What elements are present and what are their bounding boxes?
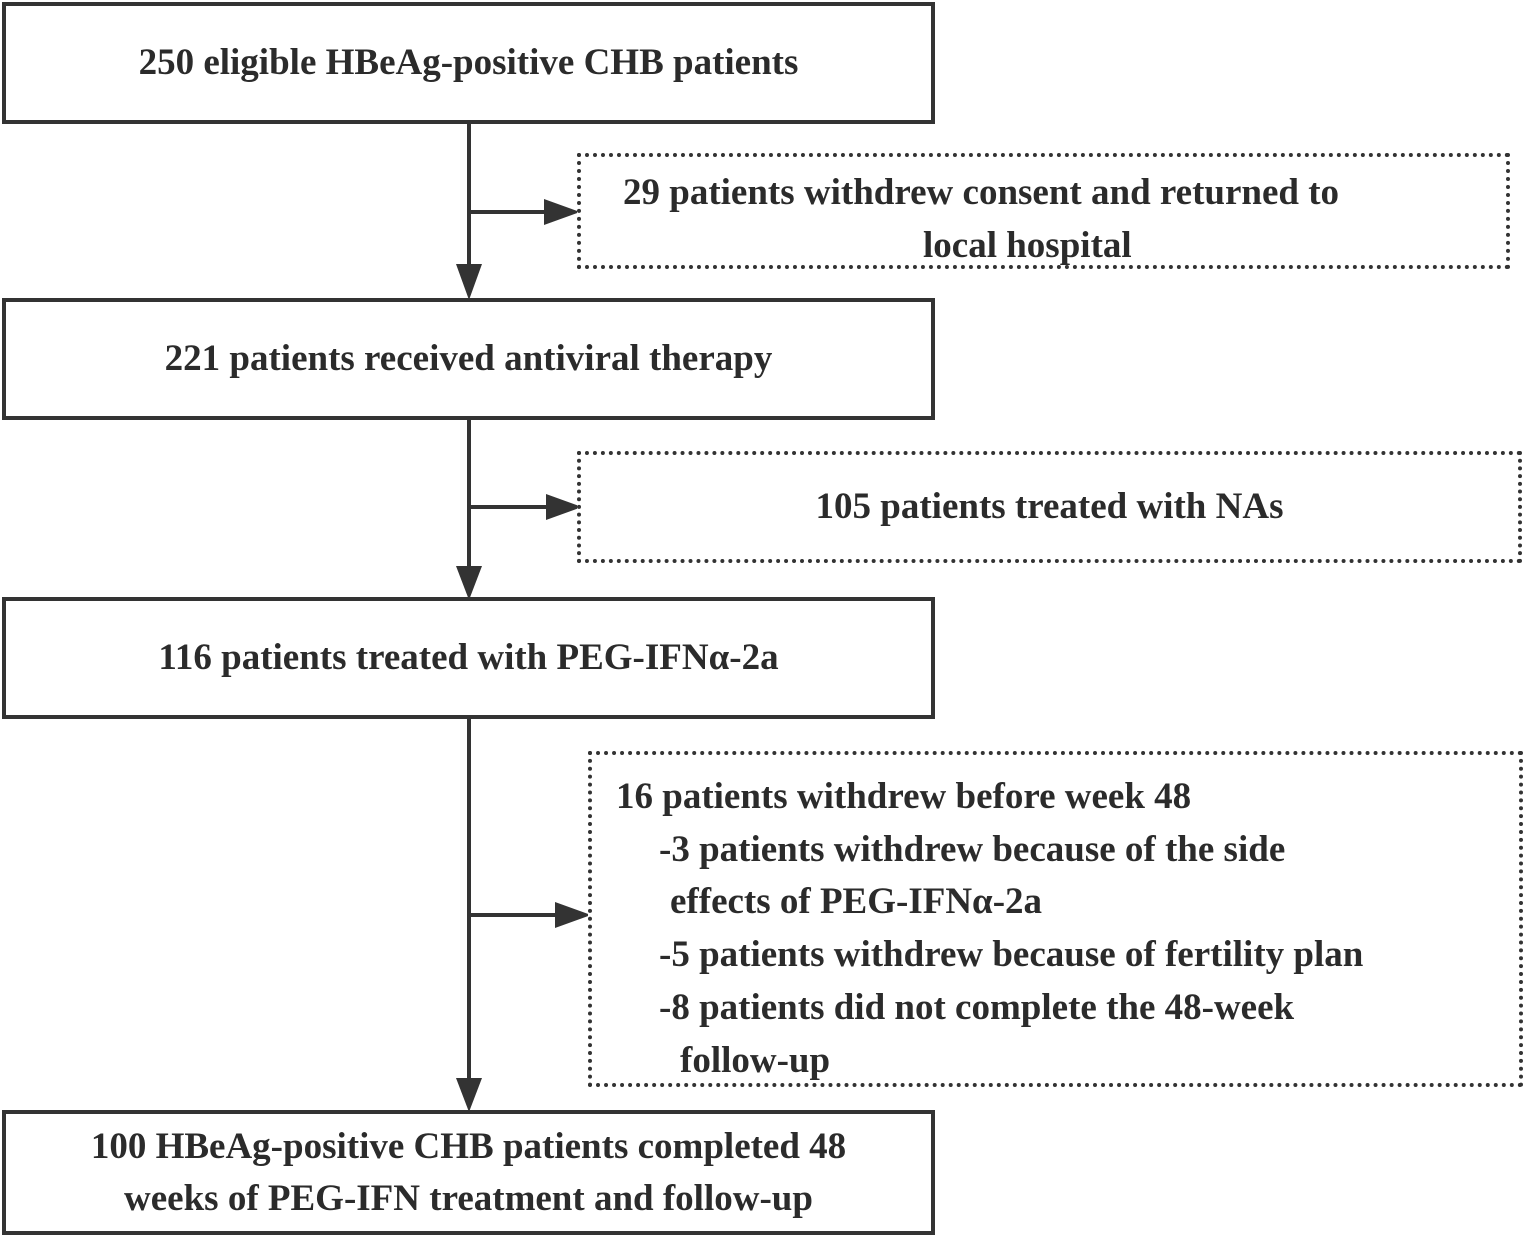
exclusion3-item1-line2: effects of PEG-IFNα-2a	[670, 881, 1043, 922]
exclusion3-item1-line1: -3 patients withdrew because of the side	[659, 829, 1286, 870]
step-eligible-text: 250 eligible HBeAg-positive CHB patients	[138, 42, 799, 83]
arrowhead-right-1	[544, 199, 580, 225]
exclusion3-item2: -5 patients withdrew because of fertilit…	[659, 934, 1364, 975]
arrowhead-right-3	[555, 902, 591, 928]
arrowhead-right-2	[546, 494, 582, 520]
exclusion-box-withdrew-before-week48: 16 patients withdrew before week 48 -3 p…	[588, 751, 1523, 1087]
exclusion-box-nas: 105 patients treated with NAs	[577, 451, 1522, 563]
arrowhead-down-2	[456, 566, 482, 600]
exclusion3-heading: 16 patients withdrew before week 48	[616, 776, 1192, 817]
exclusion1-line2: local hospital	[923, 225, 1132, 266]
step-peg-ifn-text: 116 patients treated with PEG-IFNα-2a	[158, 637, 779, 678]
final-line1: 100 HBeAg-positive CHB patients complete…	[90, 1125, 847, 1167]
exclusion-box-withdrew-consent: 29 patients withdrew consent and returne…	[577, 153, 1510, 269]
final-line2: weeks of PEG-IFN treatment and follow-up	[124, 1177, 813, 1219]
step-box-eligible: 250 eligible HBeAg-positive CHB patients	[2, 2, 935, 124]
exclusion2-text: 105 patients treated with NAs	[815, 486, 1284, 527]
exclusion3-item3-line1: -8 patients did not complete the 48-week	[659, 987, 1295, 1028]
step-box-peg-ifn: 116 patients treated with PEG-IFNα-2a	[2, 597, 935, 719]
step-box-completed: 100 HBeAg-positive CHB patients complete…	[2, 1110, 935, 1235]
step-box-antiviral: 221 patients received antiviral therapy	[2, 298, 935, 420]
exclusion1-line1: 29 patients withdrew consent and returne…	[623, 172, 1340, 213]
arrowhead-down-3	[456, 1078, 482, 1112]
step-antiviral-text: 221 patients received antiviral therapy	[164, 338, 773, 379]
exclusion3-item3-line2: follow-up	[680, 1040, 831, 1081]
arrowhead-down-1	[456, 264, 482, 300]
